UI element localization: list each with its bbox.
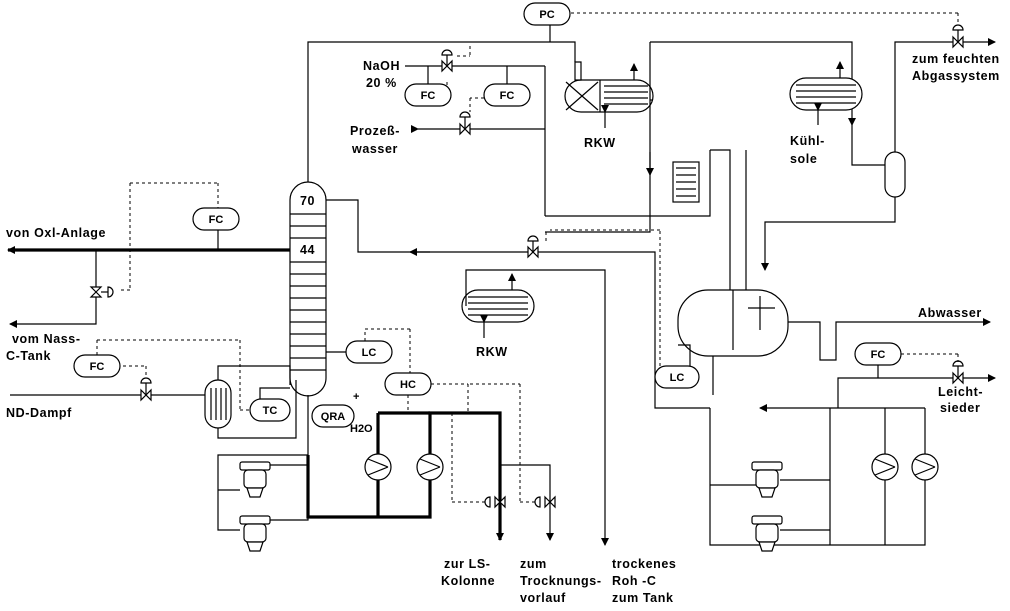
instruments-lc-column: LC [362,347,377,359]
instruments-lc-decanter: LC [670,372,685,384]
steam-line [10,339,250,411]
right-canned-pump-1 [751,461,783,498]
instruments-fc-steam: FC [90,361,105,373]
raw-label-3: zum Tank [612,591,674,605]
process-water-label-1: Prozeß- [350,124,400,138]
product-valve-dry [500,464,556,541]
instruments-fc-water: FC [500,90,515,102]
nass-tank-line [9,250,114,328]
oxl-feed-line [7,182,290,291]
ls-column-label-1: zur LS- [444,557,491,571]
lc-decanter: LC [550,229,700,389]
rkw-cooler-mid [461,269,609,546]
raw-label-2: Roh -C [612,574,657,588]
product-loop [306,411,504,541]
light-ends-label-1: Leicht- [938,385,983,399]
rkw-mid-label: RKW [476,345,508,359]
instruments-tc: TC [263,405,278,417]
offgas-separator [761,24,996,271]
hc-instrument: HC [384,372,540,503]
offgas-label-2: Abgassystem [912,69,1000,83]
tray-70-label: 70 [300,194,315,208]
instruments-qra: QRA [321,411,346,423]
nass-tank-label-2: C-Tank [6,349,51,363]
product-valve-ls [484,495,506,509]
qra-instrument: QRA + H2O [307,391,373,455]
canned-pump-2 [239,515,271,552]
small-exchanger [672,149,747,300]
reflux-line [326,199,710,409]
light-ends-line [837,353,996,408]
brine-label-1: Kühl- [790,134,825,148]
tray-44-label: 44 [300,243,315,257]
process-water-label-2: wasser [351,142,398,156]
reboiler [204,365,297,439]
fc-water: FC [483,83,531,107]
process-water-line [411,111,545,136]
distillation-column: 70 44 [289,181,327,397]
waste-water-label: Abwasser [918,306,982,320]
labels-plus: + [353,391,359,403]
fc-naoh: FC [404,83,452,107]
instruments-fc-feed: FC [209,214,224,226]
pc-instrument: PC [523,2,571,26]
dry-label-2: Trocknungs- [520,574,602,588]
product-pump-2 [416,453,444,481]
dry-label-3: vorlauf [520,591,566,605]
lc-column: LC [326,328,411,375]
tc-instrument: TC [249,387,291,422]
fc-feed: FC [192,207,240,231]
brine-cooler [789,61,863,125]
lp-steam-label: ND-Dampf [6,406,72,420]
fc-light: FC [854,342,902,366]
dry-label-1: zum [520,557,547,571]
canned-pump-1 [239,461,271,498]
right-pump-1 [871,453,899,481]
product-pump-1 [364,453,392,481]
instruments-fc-naoh: FC [421,90,436,102]
rkw-condenser-top [564,61,654,128]
labels-h2o: H2O [350,423,373,435]
fc-steam: FC [73,354,121,378]
naoh-control-valve [441,49,453,73]
pc-label: PC [539,9,554,21]
decanter [677,289,991,395]
instruments-fc-light: FC [871,349,886,361]
naoh-label: NaOH [363,59,400,73]
right-canned-pump-2 [751,515,783,552]
raw-label-1: trockenes [612,557,676,571]
rkw-top-label: RKW [584,136,616,150]
brine-label-2: sole [790,152,817,166]
right-pump-2 [911,453,939,481]
naoh-conc-label: 20 % [366,76,397,90]
ls-column-label-2: Kolonne [441,574,495,588]
instruments-hc: HC [400,379,416,391]
oxl-plant-label: von Oxl-Anlage [6,226,106,240]
light-ends-label-2: sieder [940,401,980,415]
nass-tank-label-1: vom Nass- [12,332,81,346]
offgas-label-1: zum feuchten [912,52,1000,66]
